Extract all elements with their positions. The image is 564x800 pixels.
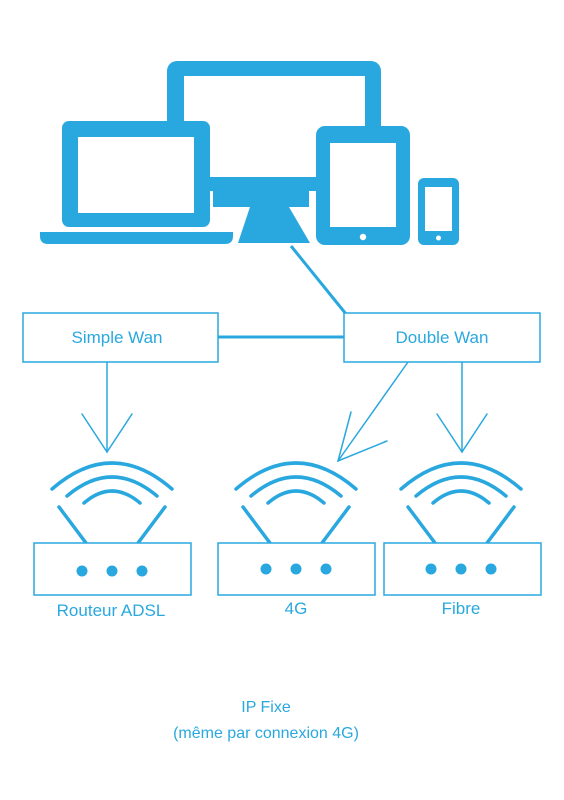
monitor-to-double-wan-line (289, 245, 348, 315)
arrows (81, 361, 488, 463)
caption: IP Fixe (même par connexion 4G) (173, 699, 359, 742)
caption-line-1: IP Fixe (241, 699, 291, 716)
router-4g-label: 4G (285, 599, 308, 618)
caption-line-2: (même par connexion 4G) (173, 725, 359, 742)
router-adsl-label: Routeur ADSL (57, 601, 166, 620)
wifi-router-icon (217, 461, 376, 596)
simple-wan-label: Simple Wan (71, 328, 162, 347)
router-fibre-label: Fibre (442, 599, 481, 618)
connector-lines (218, 245, 348, 339)
devices-group (40, 61, 459, 245)
wifi-router-icon (33, 461, 192, 596)
wifi-router-icon (383, 461, 542, 596)
simple-wan-box: Simple Wan (22, 312, 219, 363)
router-adsl: Routeur ADSL (33, 461, 192, 620)
router-4g: 4G (217, 461, 376, 618)
arrow-double-to-fibre (436, 361, 488, 454)
arrow-double-to-4g (336, 361, 409, 463)
tablet-icon (316, 126, 410, 245)
double-wan-box: Double Wan (343, 312, 541, 363)
smartphone-icon (418, 178, 459, 245)
laptop-icon (40, 121, 233, 244)
router-fibre: Fibre (383, 461, 542, 618)
double-wan-label: Double Wan (396, 328, 489, 347)
arrow-simple-to-adsl (81, 361, 133, 454)
